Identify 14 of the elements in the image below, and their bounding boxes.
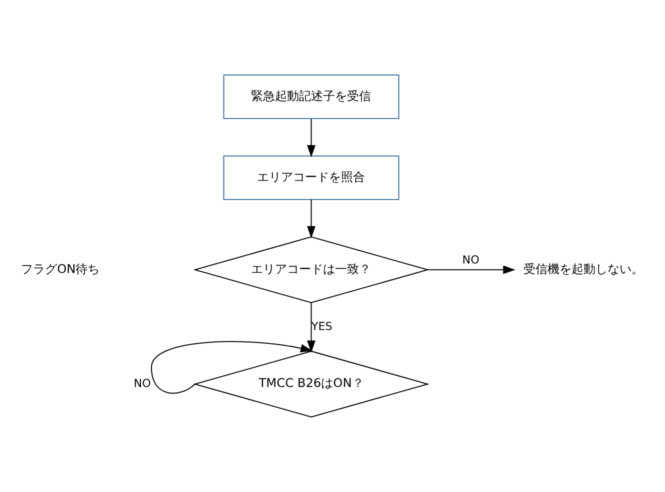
label: フラグON待ち (21, 262, 100, 276)
edge-label: YES (311, 320, 332, 333)
edge-label: NO (134, 376, 151, 390)
arrow (428, 266, 516, 274)
arrow (307, 200, 316, 238)
arrow (307, 302, 316, 353)
edge-label: NO (462, 254, 480, 266)
arrow (307, 118, 316, 158)
node-diamond: TMCC B26はON？ (193, 350, 430, 418)
node-box: エリアコードを照合 (223, 155, 400, 200)
node-diamond: エリアコードは一致？ (193, 236, 430, 304)
node-text: 受信機を起動しない。 (523, 262, 644, 276)
arrow (150, 341, 313, 394)
node-box: 緊急起動記述子を受信 (223, 74, 400, 120)
